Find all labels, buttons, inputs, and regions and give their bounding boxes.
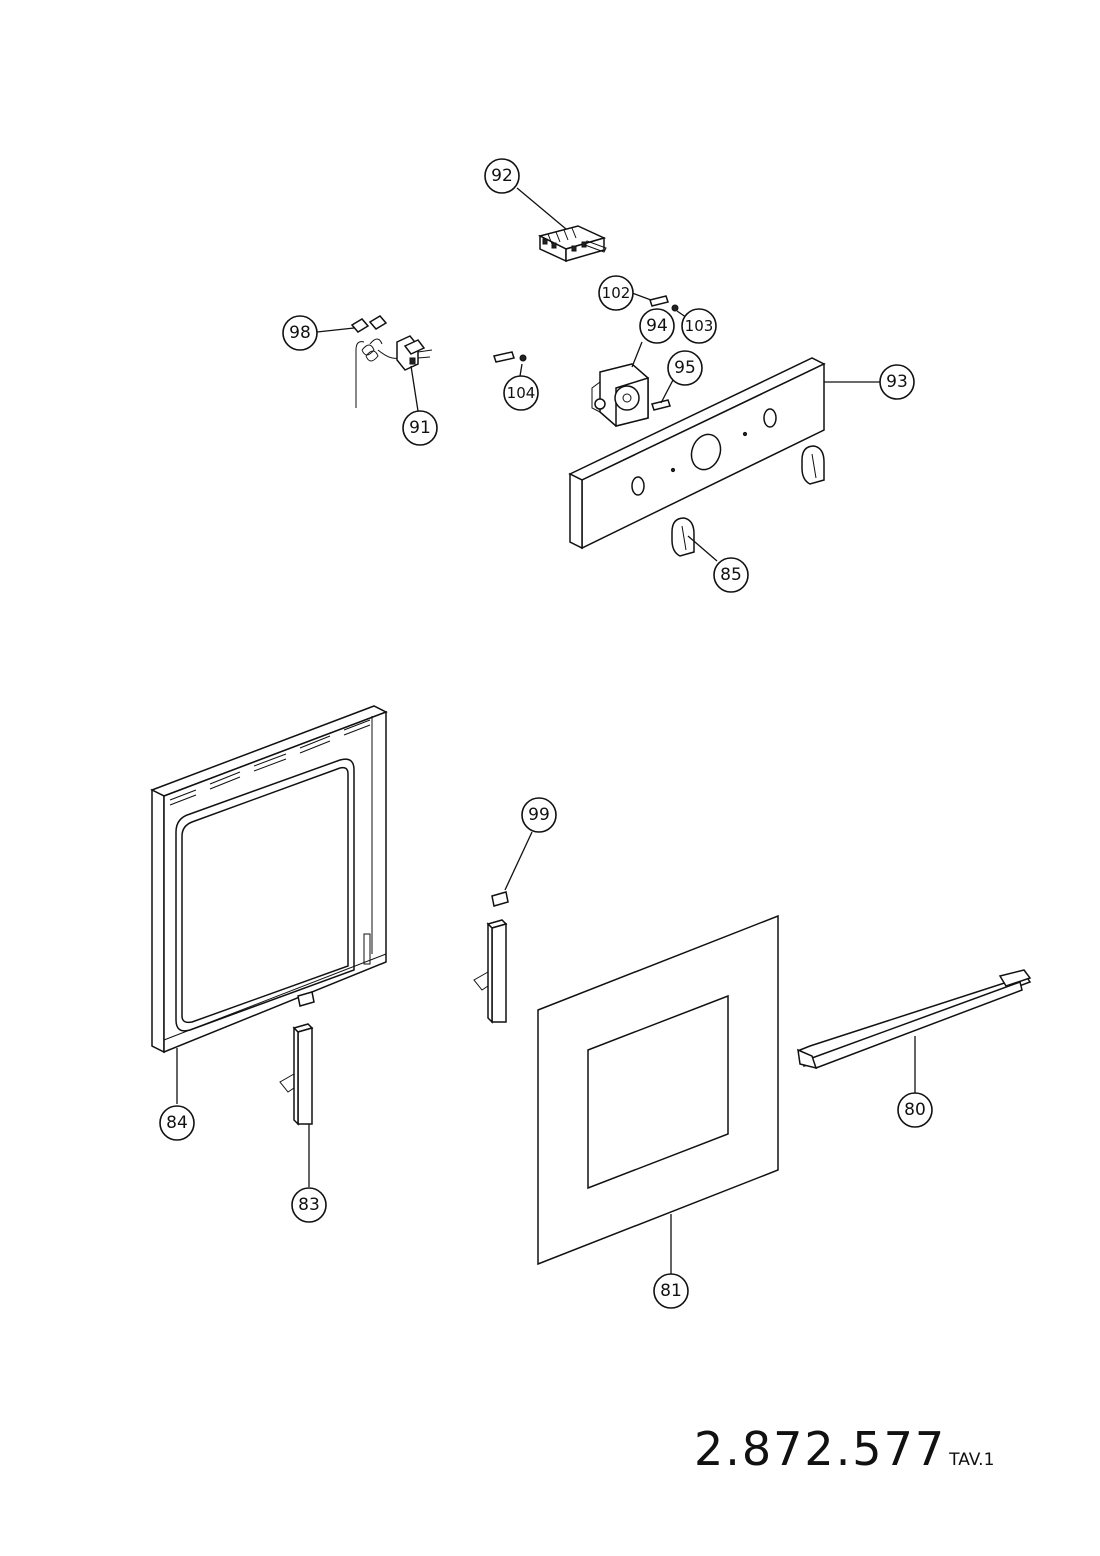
svg-text:83: 83 <box>298 1195 320 1215</box>
pin-part <box>649 295 679 312</box>
svg-text:91: 91 <box>409 418 431 438</box>
callout-93: 93 <box>879 364 915 400</box>
knob-part <box>671 445 825 557</box>
svg-text:80: 80 <box>904 1100 926 1120</box>
selector-switch-part <box>537 225 607 263</box>
callout-81: 81 <box>653 1273 689 1309</box>
thermostat-part <box>355 335 433 408</box>
svg-text:93: 93 <box>886 372 908 392</box>
callout-92: 92 <box>484 158 520 194</box>
callout-99: 99 <box>521 797 557 833</box>
drawing-number: 2.872.577 <box>694 1422 947 1476</box>
svg-text:84: 84 <box>166 1113 188 1133</box>
svg-text:98: 98 <box>289 323 311 343</box>
callout-104: 104 <box>503 375 539 411</box>
small-block-part <box>297 891 509 1007</box>
svg-text:95: 95 <box>674 358 696 378</box>
callout-91: 91 <box>402 410 438 446</box>
callout-85: 85 <box>713 557 749 593</box>
hinge-part <box>279 919 508 1126</box>
clip-part <box>350 315 388 333</box>
leader-lines <box>176 187 916 1274</box>
svg-text:102: 102 <box>602 284 631 302</box>
svg-text:99: 99 <box>528 805 550 825</box>
screw-part <box>651 399 671 411</box>
svg-text:94: 94 <box>646 316 668 336</box>
lamp-pin-part <box>493 351 527 363</box>
svg-text:104: 104 <box>507 384 536 402</box>
callout-98: 98 <box>282 315 318 351</box>
svg-text:85: 85 <box>720 565 742 585</box>
callout-95: 95 <box>667 350 703 386</box>
svg-text:92: 92 <box>491 166 513 186</box>
callout-84: 84 <box>159 1105 195 1141</box>
callout-83: 83 <box>291 1187 327 1223</box>
callout-80: 80 <box>897 1092 933 1128</box>
door-handle-part <box>797 969 1032 1070</box>
control-panel-part <box>568 357 826 550</box>
callout-103: 103 <box>681 308 717 344</box>
callout-94: 94 <box>639 308 675 344</box>
inner-door-frame-part <box>150 705 388 1054</box>
svg-text:81: 81 <box>660 1281 682 1301</box>
sheet-label: TAV.1 <box>949 1450 995 1470</box>
outer-door-glass-part <box>537 914 779 1266</box>
timer-part <box>591 363 649 427</box>
svg-text:103: 103 <box>685 317 714 335</box>
callout-102: 102 <box>598 275 634 311</box>
